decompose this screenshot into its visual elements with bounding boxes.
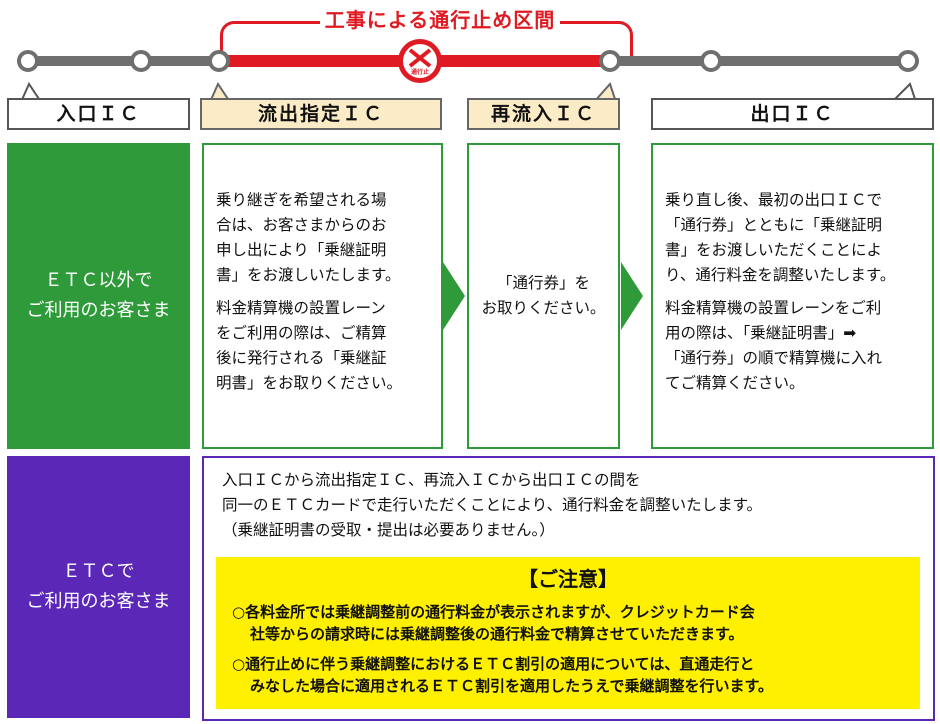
reentry-ic-label: 再流入ＩＣ: [467, 98, 620, 130]
reentry-text-line: 「通行券」を: [496, 274, 590, 292]
cross-icon: [408, 48, 432, 68]
road-node-2: [130, 50, 152, 72]
exit-instructions: 乗り直し後、最初の出口ＩＣで 「通行券」とともに「乗継証明 書」をお渡しいただく…: [651, 143, 934, 449]
road-node-reentry: [599, 50, 621, 72]
non-etc-label-line-1: ＥＴＣ以外で: [44, 270, 153, 291]
notice-item-line: ○通行止めに伴う乗継調整におけるＥＴＣ割引の適用については、直通走行と: [232, 655, 755, 673]
designated-exit-text-line: をご利用の際は、ご精算: [216, 324, 387, 342]
reentry-text-line: お取りください。: [481, 299, 606, 317]
exit-text-line: り、通行料金を調整いたします。: [665, 266, 896, 284]
designated-exit-text-line: 乗り継ぎを希望される場: [216, 191, 387, 209]
arrow-right-icon: [621, 262, 643, 330]
etc-label-line-1: ＥＴＣで: [62, 561, 135, 582]
designated-exit-text-line: 後に発行される「乗継証: [216, 349, 387, 367]
notice-item-line: 社等からの請求時には乗継調整後の通行料金で精算させていただきます。: [250, 625, 744, 643]
road-closed-sign-icon: 通行止: [398, 39, 442, 83]
exit-text-line: てご精算ください。: [665, 374, 805, 392]
notice-item-line: みなした場合に適用されるＥＴＣ割引を適用したうえで乗継調整を行います。: [250, 677, 774, 695]
etc-instructions-text: 入口ＩＣから流出指定ＩＣ、再流入ＩＣから出口ＩＣの間を 同一のＥＴＣカードで走行…: [222, 468, 922, 543]
exit-text-line: 「通行券」とともに「乗継証明: [665, 216, 883, 234]
etc-text-line: （乗継証明書の受取・提出は必要ありません。）: [222, 521, 555, 539]
exit-text-line: 料金精算機の設置レーンをご利: [665, 299, 882, 317]
exit-ic-label: 出口ＩＣ: [651, 98, 934, 130]
arrow-right-icon: [443, 262, 465, 330]
road-node-1: [17, 50, 39, 72]
road-node-designated-exit: [208, 50, 230, 72]
designated-exit-text-line: 料金精算機の設置レーン: [216, 299, 386, 317]
notice-item-line: ○各料金所では乗継調整前の通行料金が表示されますが、クレジットカード会: [232, 603, 755, 621]
exit-text-line: 書」をお渡しいただくことによ: [665, 241, 883, 259]
etc-text-line: 同一のＥＴＣカードで走行いただくことにより、通行料金を調整いたします。: [222, 496, 763, 514]
etc-text-line: 入口ＩＣから流出指定ＩＣ、再流入ＩＣから出口ＩＣの間を: [222, 471, 641, 489]
road-node-exit: [897, 50, 919, 72]
reentry-instructions: 「通行券」を お取りください。: [467, 143, 620, 449]
closure-title: 工事による通行止め区間: [320, 6, 560, 34]
exit-text-line: 乗り直し後、最初の出口ＩＣで: [665, 191, 883, 209]
non-etc-label-line-2: ご利用のお客さま: [26, 300, 171, 321]
notice-title: 【ご注意】: [518, 567, 618, 591]
road-node-5: [700, 50, 722, 72]
etc-label-line-2: ご利用のお客さま: [26, 591, 171, 612]
exit-text-line: 用の際は、「乗継証明書」➡: [665, 324, 857, 342]
designated-exit-text-line: 合は、お客さまからのお: [216, 216, 387, 234]
notice-item: ○各料金所では乗継調整前の通行料金が表示されますが、クレジットカード会 社等から…: [232, 601, 922, 645]
etc-customer-label: ＥＴＣで ご利用のお客さま: [7, 456, 190, 718]
non-etc-customer-label: ＥＴＣ以外で ご利用のお客さま: [7, 143, 190, 449]
designated-exit-ic-label: 流出指定ＩＣ: [200, 98, 442, 130]
designated-exit-text-line: 書」をお渡しいたします。: [216, 266, 401, 284]
designated-exit-text-line: 申し出により「乗継証明: [216, 241, 387, 259]
notice-item: ○通行止めに伴う乗継調整におけるＥＴＣ割引の適用については、直通走行と みなした…: [232, 653, 922, 697]
road-closed-sign-text: 通行止: [410, 69, 429, 76]
exit-text-line: 「通行券」の順で精算機に入れ: [665, 349, 883, 367]
designated-exit-text-line: 明書」をお取りください。: [216, 374, 403, 392]
entry-ic-label: 入口ＩＣ: [7, 98, 190, 130]
notice-box: 【ご注意】 ○各料金所では乗継調整前の通行料金が表示されますが、クレジットカード…: [216, 557, 920, 709]
designated-exit-instructions: 乗り継ぎを希望される場 合は、お客さまからのお 申し出により「乗継証明 書」をお…: [202, 143, 443, 449]
